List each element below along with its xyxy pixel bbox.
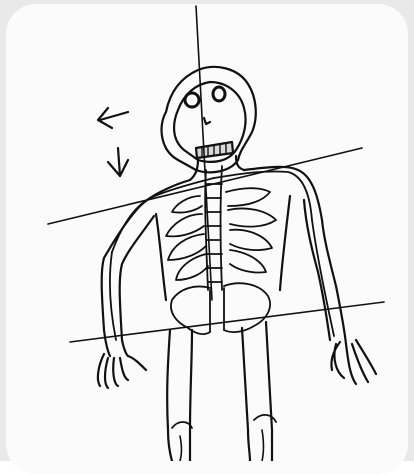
right-eye-socket — [213, 87, 225, 101]
right-knee — [254, 415, 276, 422]
left-eye-socket — [185, 93, 199, 107]
left-hand — [98, 354, 146, 388]
collarbones — [110, 171, 334, 340]
skeleton-diagram — [0, 0, 414, 461]
arrow-left-icon — [98, 108, 128, 128]
legs — [167, 322, 276, 461]
right-hand — [331, 340, 376, 384]
pelvis — [171, 283, 270, 334]
arrow-down-icon — [108, 148, 128, 176]
skull — [162, 67, 256, 172]
hip-line — [70, 302, 384, 342]
